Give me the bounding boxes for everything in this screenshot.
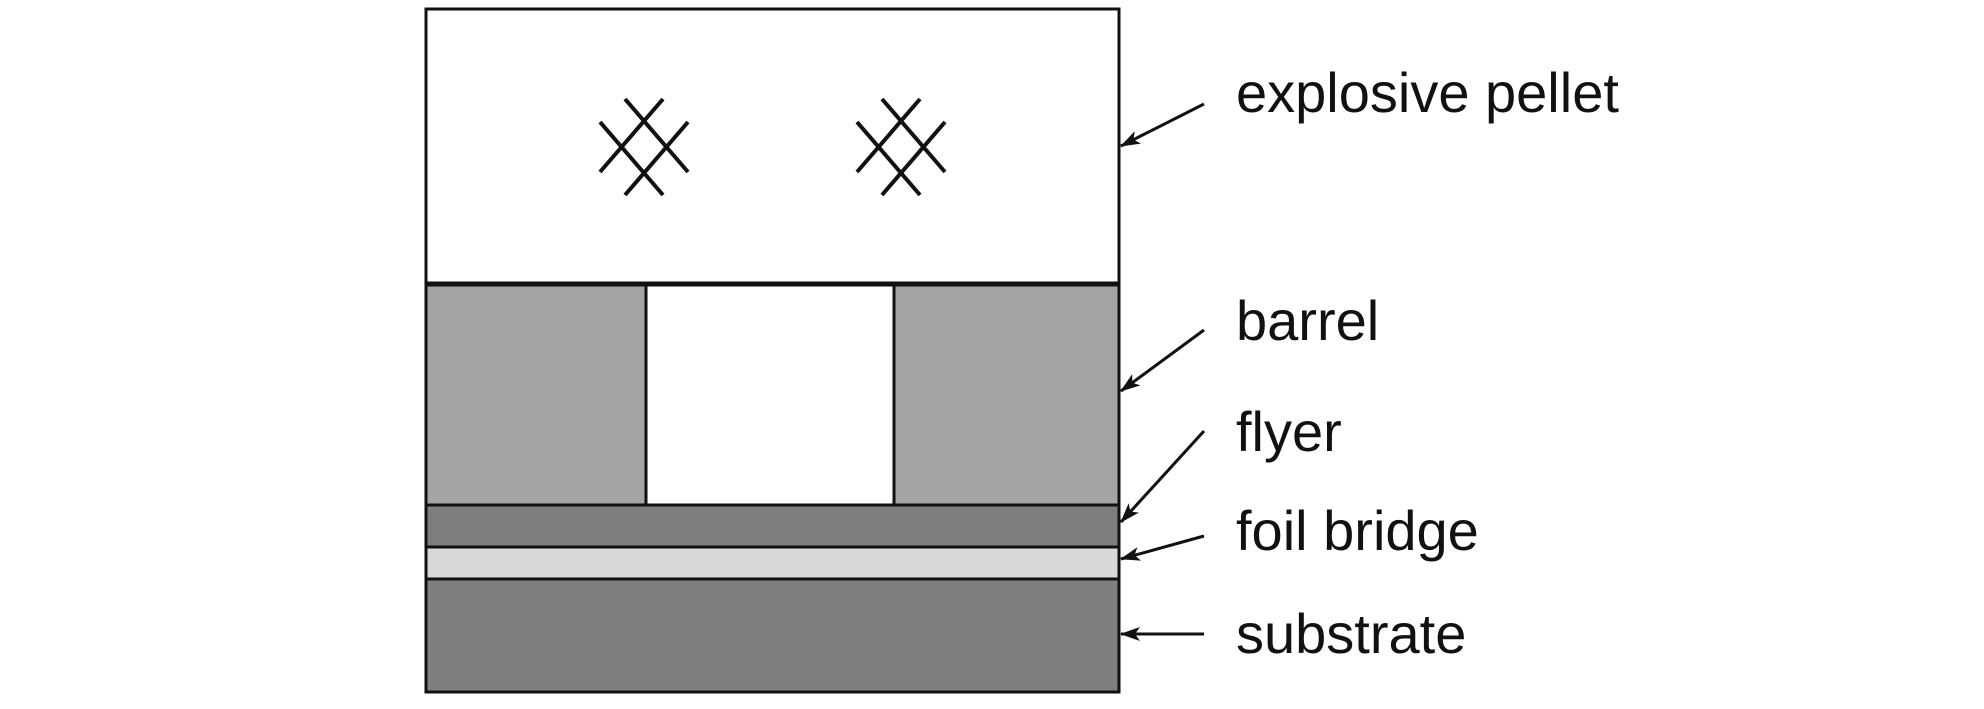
barrel-label: barrel [1236, 289, 1379, 352]
explosive-pellet-arrow [1120, 102, 1205, 148]
barrel-right-wall [892, 282, 1121, 507]
barrel-arrow [1120, 328, 1205, 393]
substrate-label: substrate [1236, 602, 1466, 665]
foil-bridge-label: foil bridge [1236, 499, 1479, 562]
flyer-arrow [1119, 429, 1206, 524]
explosive-pellet-layer [424, 7, 1121, 286]
crosshatch-icon [598, 97, 690, 197]
explosive-pellet-label: explosive pellet [1236, 61, 1619, 124]
flyer-label: flyer [1236, 400, 1342, 463]
foil-bridge-arrow [1120, 534, 1205, 561]
barrel-left-wall [424, 282, 648, 507]
foil-bridge-layer [424, 545, 1121, 581]
flyer-layer [424, 503, 1121, 549]
barrel-bore [644, 282, 896, 507]
crosshatch-icon [855, 97, 947, 197]
substrate-layer [424, 577, 1121, 694]
